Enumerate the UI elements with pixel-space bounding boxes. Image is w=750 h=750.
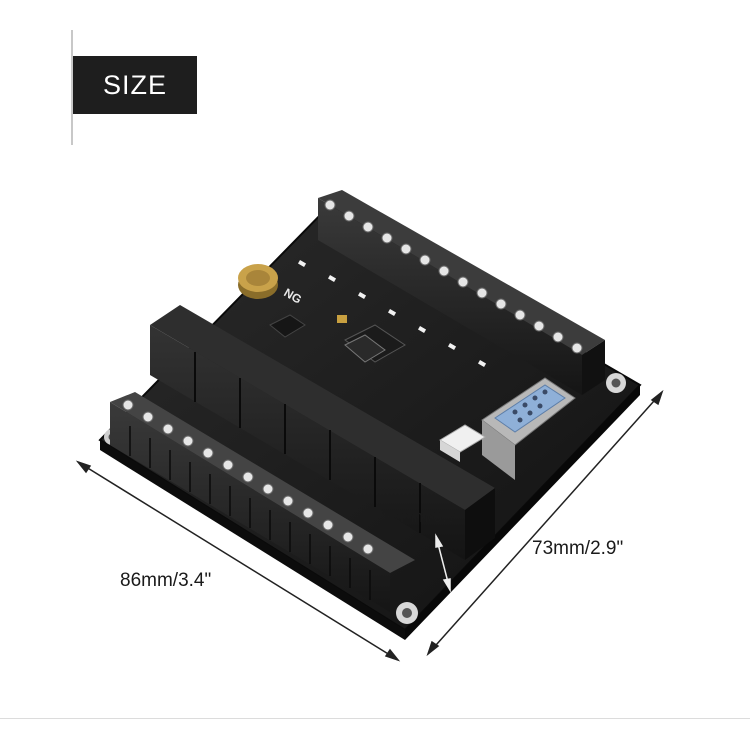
height-dimension-line bbox=[435, 533, 451, 593]
db9-serial-port bbox=[481, 377, 576, 480]
mounting-hole bbox=[396, 602, 418, 624]
ic-chip bbox=[269, 314, 306, 338]
length-dimension-line bbox=[75, 460, 401, 662]
height-dimension-label: 17mm/0.7" bbox=[381, 507, 463, 526]
pcb-edge-right bbox=[405, 385, 640, 640]
coin-battery bbox=[238, 264, 278, 299]
width-dimension-label: 73mm/2.9" bbox=[532, 538, 624, 559]
size-badge: SIZE bbox=[73, 56, 197, 114]
rear-terminal-block bbox=[318, 190, 605, 395]
front-terminal-screws bbox=[122, 399, 374, 555]
header-connector bbox=[439, 424, 486, 462]
capacitor bbox=[337, 315, 347, 323]
mounting-hole bbox=[606, 373, 626, 393]
divider bbox=[71, 30, 73, 145]
pcb-edge bbox=[100, 440, 405, 640]
width-dimension-line bbox=[426, 389, 664, 657]
relay-bank bbox=[150, 305, 495, 560]
inductor bbox=[344, 334, 386, 363]
rear-terminal-screws bbox=[324, 199, 583, 354]
led-indicator-row bbox=[298, 260, 487, 367]
divider bbox=[0, 718, 750, 719]
length-dimension-label: 86mm/3.4" bbox=[120, 570, 212, 591]
size-badge-label: SIZE bbox=[102, 69, 167, 100]
